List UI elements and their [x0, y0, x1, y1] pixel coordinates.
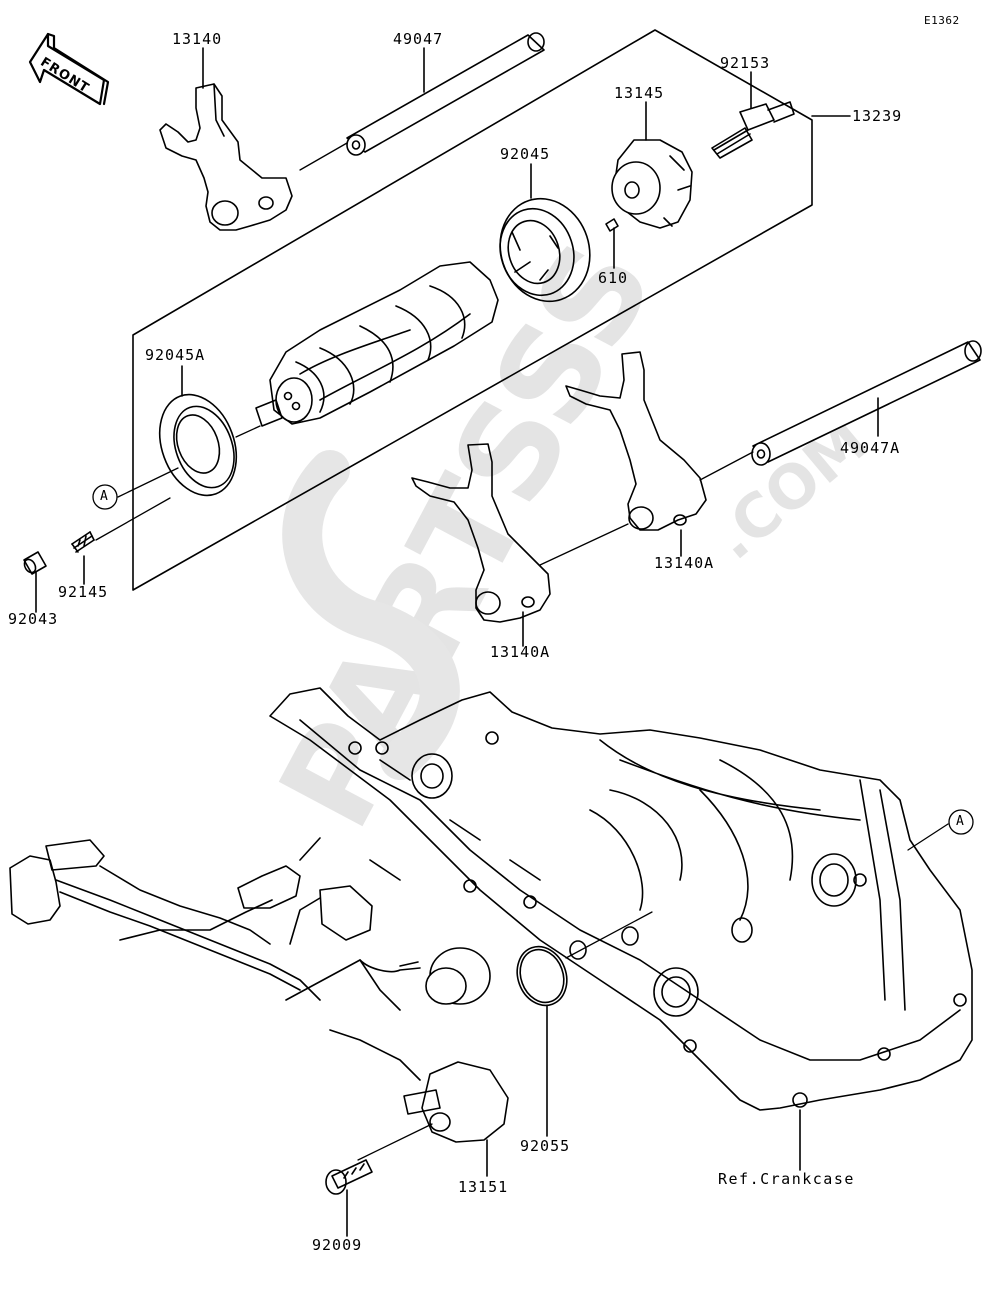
pin-92043: [23, 551, 47, 575]
ref-crankcase-label: Ref.Crankcase: [718, 1170, 855, 1188]
callout-a-right: [948, 809, 974, 835]
shift-fork-13140: [159, 83, 293, 231]
part-label-92055: 92055: [520, 1137, 571, 1155]
shift-drum: [255, 261, 499, 427]
bolt-92009: [325, 1159, 373, 1195]
part-label-13239: 13239: [852, 107, 903, 125]
part-label-610: 610: [598, 269, 629, 287]
part-label-13140A-right: 13140A: [654, 554, 715, 572]
part-label-49047: 49047: [393, 30, 444, 48]
part-label-92145: 92145: [58, 583, 109, 601]
front-arrow-icon: [28, 32, 110, 106]
bearing-92045: [499, 197, 591, 303]
callout-a-top: [92, 484, 118, 510]
watermark-swoosh: [282, 450, 460, 780]
wiring-harness: [9, 837, 491, 1081]
assembly-frame: [132, 29, 813, 591]
part-label-92045: 92045: [500, 145, 551, 163]
spring-92145: [71, 531, 95, 553]
bearing-92045A: [158, 393, 238, 497]
part-label-49047A: 49047A: [840, 439, 901, 457]
part-label-92045A: 92045A: [145, 346, 206, 364]
part-label-13151: 13151: [458, 1178, 509, 1196]
bolt-92153: [711, 101, 795, 159]
part-label-13140A-left: 13140A: [490, 643, 551, 661]
rod-guide-line: [299, 142, 348, 171]
part-label-13145: 13145: [614, 84, 665, 102]
sensor-13151: [403, 1061, 509, 1143]
oring-92055: [516, 945, 568, 1007]
diagram-id: E1362: [924, 14, 960, 27]
part-label-92153: 92153: [720, 54, 771, 72]
callout-a-right-label: A: [956, 814, 964, 829]
cam-plate-13145: [611, 139, 693, 229]
callout-a-top-label: A: [100, 489, 108, 504]
shift-rod-49047: [346, 32, 545, 156]
shift-rod-49047A: [751, 340, 982, 466]
pin-610: [605, 218, 619, 232]
part-label-13140: 13140: [172, 30, 223, 48]
crankcase: [269, 687, 973, 1111]
shift-fork-13140A-left: [411, 443, 551, 623]
shift-fork-13140A-right: [565, 351, 707, 531]
part-label-92043: 92043: [8, 610, 59, 628]
part-label-92009: 92009: [312, 1236, 363, 1254]
